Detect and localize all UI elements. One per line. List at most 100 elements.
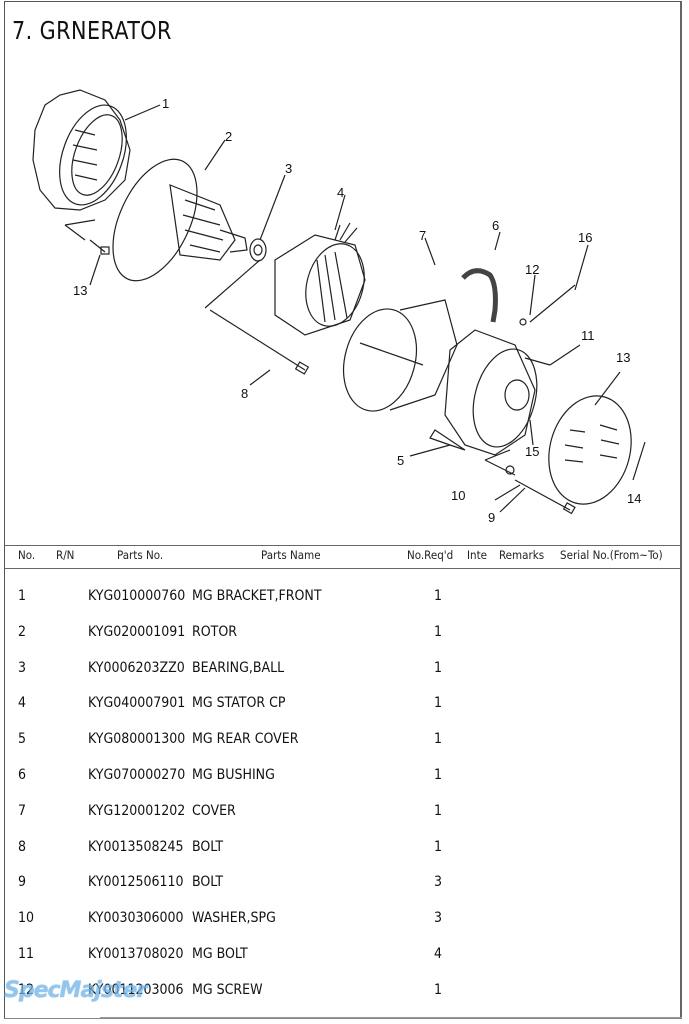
callout-2: 2 — [225, 129, 232, 144]
callout-16: 16 — [578, 230, 592, 245]
page-frame — [4, 1, 682, 1019]
callout-8: 8 — [241, 386, 248, 401]
watermark-logo: SpecMajster — [4, 978, 147, 1003]
header-inte: Inte — [467, 548, 488, 562]
header-parts-name: Parts Name — [261, 548, 321, 562]
callout-5: 5 — [397, 453, 404, 468]
part-number: KYG070000270 — [88, 767, 186, 783]
table-row: 6 KYG070000270 MG BUSHING 1 — [0, 767, 689, 787]
rotor-drawing — [112, 158, 248, 282]
quantity-required: 3 — [434, 910, 443, 927]
quantity-required: 1 — [434, 659, 443, 676]
part-number: KY0013508245 — [88, 838, 184, 855]
table-row: 7 KYG120001202 COVER 1 — [0, 803, 689, 823]
row-number: 9 — [18, 874, 27, 891]
part-number: KYG020001091 — [88, 623, 186, 640]
quantity-required: 3 — [434, 874, 443, 891]
table-bottom-rule — [100, 1017, 682, 1018]
callout-1: 1 — [162, 96, 169, 111]
callout-13a: 13 — [73, 283, 87, 298]
part-name: BOLT — [192, 838, 224, 855]
row-number: 7 — [18, 802, 27, 819]
header-remarks: Remarks — [499, 548, 545, 562]
long-bolt-drawing — [209, 309, 306, 371]
callout-9: 9 — [488, 510, 495, 525]
rear-cover-drawing — [429, 329, 538, 456]
part-number: KY0030306000 — [88, 910, 184, 927]
row-number: 12 — [18, 981, 35, 998]
front-bracket-drawing — [32, 89, 131, 211]
row-number: 2 — [18, 623, 27, 640]
row-number: 1 — [18, 588, 27, 604]
part-number: KYG040007901 — [88, 695, 186, 712]
callout-14: 14 — [627, 491, 641, 506]
callout-15: 15 — [525, 444, 539, 459]
quantity-required: 1 — [434, 623, 443, 640]
quantity-required: 1 — [434, 981, 443, 998]
part-number: KY0006203ZZ0 — [88, 659, 185, 676]
header-parts-no: Parts No. — [117, 548, 164, 562]
callout-7: 7 — [419, 228, 426, 243]
table-header-rule — [5, 568, 681, 569]
callout-6: 6 — [492, 218, 499, 233]
part-number: KYG080001300 — [88, 731, 186, 748]
table-row: 9 KY0012506110 BOLT 3 — [0, 874, 689, 894]
part-name: MG BOLT — [192, 946, 248, 962]
callout-11: 11 — [581, 328, 595, 343]
quantity-required: 4 — [434, 946, 443, 962]
row-number: 8 — [18, 838, 27, 855]
header-qty: No.Req'd — [407, 548, 454, 562]
table-row: 2 KYG020001091 ROTOR 1 — [0, 624, 689, 644]
table-row: 10 KY0030306000 WASHER,SPG 3 — [0, 910, 689, 930]
part-name: MG BUSHING — [192, 767, 275, 783]
part-name: BEARING,BALL — [192, 659, 285, 676]
quantity-required: 1 — [434, 731, 443, 748]
part-number: KYG010000760 — [88, 588, 186, 604]
quantity-required: 1 — [434, 767, 443, 783]
header-serial: Serial No.(From~To) — [560, 548, 663, 562]
callout-12: 12 — [525, 262, 539, 277]
row-number: 10 — [18, 910, 35, 927]
part-name: MG BRACKET,FRONT — [192, 588, 322, 604]
bushing-drawing — [461, 268, 498, 323]
row-number: 11 — [18, 946, 35, 962]
part-number: KYG120001202 — [88, 802, 186, 819]
row-number: 6 — [18, 767, 27, 783]
row-number: 3 — [18, 659, 27, 676]
table-row: 5 KYG080001300 MG REAR COVER 1 — [0, 731, 689, 751]
part-name: ROTOR — [192, 623, 238, 640]
quantity-required: 1 — [434, 802, 443, 819]
table-row: 1 KYG010000760 MG BRACKET,FRONT 1 — [0, 588, 689, 608]
header-no: No. — [18, 548, 36, 562]
quantity-required: 1 — [434, 588, 443, 604]
part-name: MG STATOR CP — [192, 695, 286, 712]
callout-10: 10 — [451, 488, 465, 503]
header-rn: R/N — [56, 548, 75, 562]
table-row: 3 KY0006203ZZ0 BEARING,BALL 1 — [0, 660, 689, 680]
table-row: 8 KY0013508245 BOLT 1 — [0, 839, 689, 859]
part-number: KY0011203006 — [88, 981, 184, 998]
part-name: MG REAR COVER — [192, 731, 299, 748]
end-cover-drawing — [548, 395, 632, 505]
part-number: KY0013708020 — [88, 946, 184, 962]
table-top-rule — [5, 545, 681, 546]
row-number: 5 — [18, 731, 27, 748]
stator-drawing — [274, 222, 366, 336]
callout-4: 4 — [337, 185, 344, 200]
bearing-drawing — [249, 238, 267, 262]
table-row: 11 KY0013708020 MG BOLT 4 — [0, 946, 689, 966]
part-name: COVER — [192, 802, 236, 819]
exploded-diagram: 1 2 3 4 5 6 7 8 9 10 11 12 13 13 14 15 1… — [32, 89, 646, 525]
part-name: WASHER,SPG — [192, 910, 276, 927]
part-name: BOLT — [192, 874, 224, 891]
table-row: 4 KYG040007901 MG STATOR CP 1 — [0, 695, 689, 715]
callout-13b: 13 — [616, 350, 630, 365]
quantity-required: 1 — [434, 695, 443, 712]
callout-3: 3 — [285, 161, 292, 176]
table-row: 12 KY0011203006 MG SCREW 1 — [0, 982, 689, 1002]
part-name: MG SCREW — [192, 981, 263, 998]
quantity-required: 1 — [434, 838, 443, 855]
row-number: 4 — [18, 695, 27, 712]
part-number: KY0012506110 — [88, 874, 184, 891]
page-title: 7. GRNERATOR — [12, 16, 172, 45]
